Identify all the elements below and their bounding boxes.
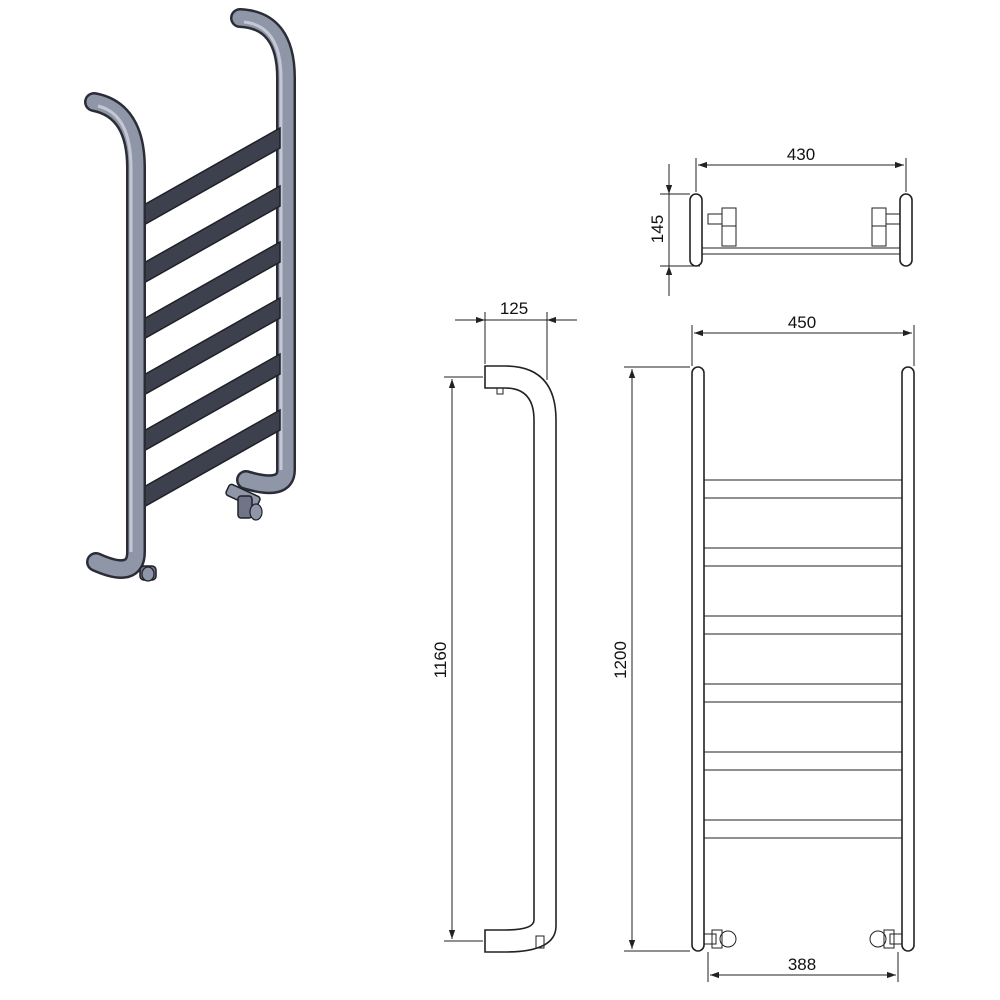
dim-side-depth: 125 [500,299,528,318]
dim-plan-depth: 145 [648,215,667,243]
front-bar [703,819,903,839]
front-bars [703,479,903,839]
front-bar [703,547,903,567]
iso-left-rail [84,92,146,579]
iso-valve-left [139,565,157,582]
front-valve-left [703,929,737,949]
dim-pipe-centres: 388 [788,955,816,974]
front-view: 450 1200 388 [611,313,915,982]
plan-left-end [689,193,703,267]
dim-front-width: 450 [788,313,816,332]
front-valve-right [869,929,903,949]
front-bar [703,479,903,499]
front-right-upright [901,366,915,952]
isometric-view [84,8,296,582]
dim-plan-width: 430 [787,145,815,164]
side-view: 125 1160 [431,299,577,953]
front-bar [703,751,903,771]
front-bar [703,615,903,635]
plan-right-end [899,193,913,267]
front-bar [703,683,903,703]
side-rail-profile [484,365,557,953]
iso-right-rail [230,8,296,495]
front-left-upright [691,366,705,952]
iso-bars [141,126,281,510]
plan-valve-left [707,207,737,247]
plan-view: 430 145 [648,145,913,296]
dim-side-height: 1160 [431,642,450,679]
dim-front-height: 1200 [611,641,630,679]
plan-valve-right [871,207,901,247]
iso-valve-right [225,483,263,521]
